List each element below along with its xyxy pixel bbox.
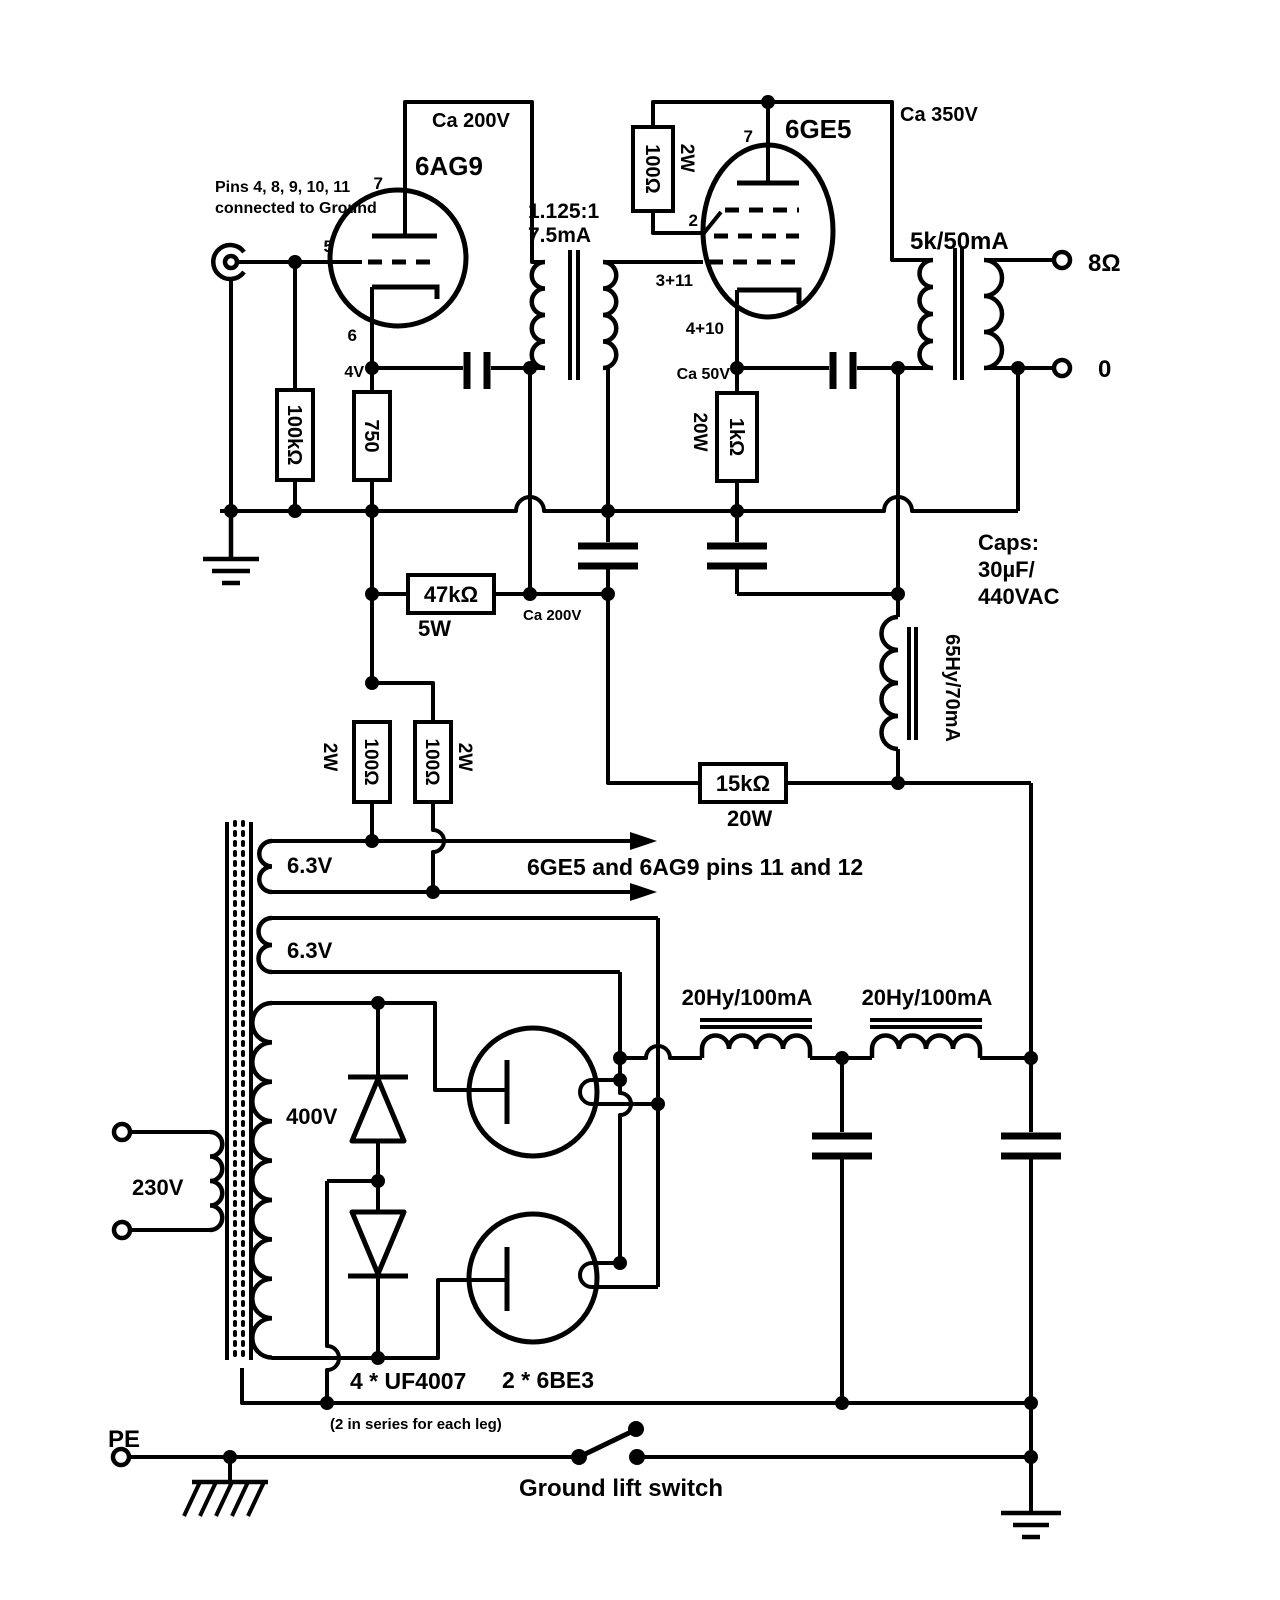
- resistor-15k: 15kΩ: [698, 762, 1033, 1132]
- filter-cap-2: [1001, 1132, 1061, 1403]
- power-transformer-core: [225, 820, 253, 1362]
- tube2-pin3-11: 3+11: [656, 271, 693, 290]
- heater1-voltage: 6.3V: [287, 853, 333, 878]
- rectifier-tubes-label: 2 * 6BE3: [502, 1367, 594, 1393]
- rectifier-tube-1: [466, 1025, 658, 1159]
- filter-cap-1: [812, 1058, 872, 1403]
- b-plus-voltage: Ca 350V: [900, 104, 978, 126]
- pins-note-line2: connected to Ground: [215, 200, 377, 217]
- cathode-resistor2-wattage: 20W: [689, 412, 710, 451]
- pe-input: [110, 1446, 579, 1468]
- tube1-pin5: 5: [324, 237, 333, 256]
- ground-lift-switch: [577, 1428, 1031, 1460]
- signal-ground-bus: [220, 495, 1018, 513]
- psu-ground-rail: [240, 1368, 1033, 1457]
- filter-choke-2: [869, 1018, 1031, 1060]
- hv-winding-voltage: 400V: [286, 1104, 338, 1129]
- caps-note-2: 30µF/: [978, 557, 1035, 582]
- tube1-pin7: 7: [374, 174, 383, 193]
- rectifier-tube-2: [466, 1211, 658, 1345]
- interstage-transformer: [529, 250, 703, 511]
- tube2-name: 6GE5: [785, 114, 852, 144]
- tube1-pin6: 6: [348, 326, 357, 345]
- diodes-note: (2 in series for each leg): [330, 1416, 502, 1433]
- driver-tube-6AG9: [327, 100, 545, 368]
- caps-note-1: Caps:: [978, 530, 1039, 555]
- choke-65hy-label: 65Hy/70mA: [941, 634, 963, 742]
- chassis-ground-symbol: [182, 1457, 268, 1517]
- tube1-name: 6AG9: [415, 151, 483, 181]
- heater-winding-1: [257, 832, 657, 901]
- decoupling-cap-driver: [578, 511, 638, 594]
- rectifier-output-wire: [620, 1044, 702, 1060]
- rectifier-diodes-uf4007: [325, 1003, 408, 1403]
- hum-resistor-left-wattage: 2W: [319, 743, 340, 772]
- tube1-bias-voltage: 4V: [344, 364, 364, 381]
- tube2-pin7: 7: [744, 127, 753, 146]
- node-200v-label: Ca 200V: [523, 607, 581, 624]
- driver-coupling-cap: [372, 352, 545, 389]
- diodes-label: 4 * UF4007: [350, 1368, 466, 1394]
- caps-note-3: 440VAC: [978, 584, 1060, 609]
- pe-label: PE: [108, 1426, 140, 1453]
- output-coupling-cap: [737, 352, 933, 389]
- output-tube-6GE5: [651, 100, 933, 368]
- heater2-voltage: 6.3V: [287, 938, 333, 963]
- resistor-15k-label: 15kΩ: [716, 771, 770, 796]
- tube2-cathode-voltage: Ca 50V: [677, 366, 731, 383]
- dropper-wattage: 5W: [418, 616, 451, 641]
- grid-resistor-label: 100kΩ: [283, 405, 305, 466]
- grid-resistor-100k: 100kΩ: [275, 262, 315, 511]
- speaker-terminal-0: [1051, 357, 1073, 379]
- opt-rating: 5k/50mA: [910, 228, 1009, 255]
- cathode-resistor-750: 750: [352, 368, 392, 683]
- humdinger-resistors: 100Ω 2W 100Ω 2W: [319, 681, 475, 892]
- hum-resistor-right-wattage: 2W: [454, 743, 475, 772]
- cathode-resistor2-label: 1kΩ: [725, 418, 747, 456]
- choke1-label: 20Hy/100mA: [682, 985, 813, 1010]
- choke-65hy: 65Hy/70mA: [879, 594, 963, 783]
- tube2-pin4-10: 4+10: [686, 319, 724, 338]
- output-8ohm-label: 8Ω: [1088, 250, 1121, 277]
- resistor-15k-wattage: 20W: [727, 806, 772, 831]
- interstage-current: 7.5mA: [528, 224, 591, 247]
- hum-resistor-left-label: 100Ω: [360, 739, 381, 786]
- tube2-pin2: 2: [689, 211, 698, 230]
- parafeed-return-cap: [707, 511, 898, 596]
- screen-resistor-100r: 100Ω 2W: [631, 125, 697, 213]
- output-transformer: [917, 248, 1054, 511]
- screen-resistor-label: 100Ω: [641, 144, 663, 193]
- screen-resistor-wattage: 2W: [676, 144, 697, 173]
- tube1-plate-voltage: Ca 200V: [432, 110, 510, 132]
- cathode-resistor-label: 750: [360, 419, 382, 452]
- ground-lift-label: Ground lift switch: [519, 1475, 723, 1502]
- filter-choke-1: [699, 1018, 872, 1060]
- mains-primary-230v: [111, 1121, 225, 1241]
- cathode-resistor-1k: 1kΩ 20W: [689, 368, 759, 511]
- b-plus-driver-wire: [606, 594, 700, 785]
- signal-ground-symbol-right: [1001, 1457, 1061, 1540]
- signal-ground-symbol-left: [203, 511, 259, 586]
- junction-dots: [223, 95, 1038, 1465]
- speaker-terminal-8ohm: [1051, 249, 1073, 271]
- interstage-ratio: 1.125:1: [528, 200, 600, 223]
- pins-note-line1: Pins 4, 8, 9, 10, 11: [215, 179, 350, 196]
- mains-voltage: 230V: [132, 1175, 184, 1200]
- heater-note: 6GE5 and 6AG9 pins 11 and 12: [527, 854, 863, 880]
- choke2-label: 20Hy/100mA: [862, 985, 993, 1010]
- dropper-resistor-label: 47kΩ: [424, 582, 478, 607]
- output-0-label: 0: [1098, 356, 1111, 383]
- hum-resistor-right-label: 100Ω: [421, 739, 442, 786]
